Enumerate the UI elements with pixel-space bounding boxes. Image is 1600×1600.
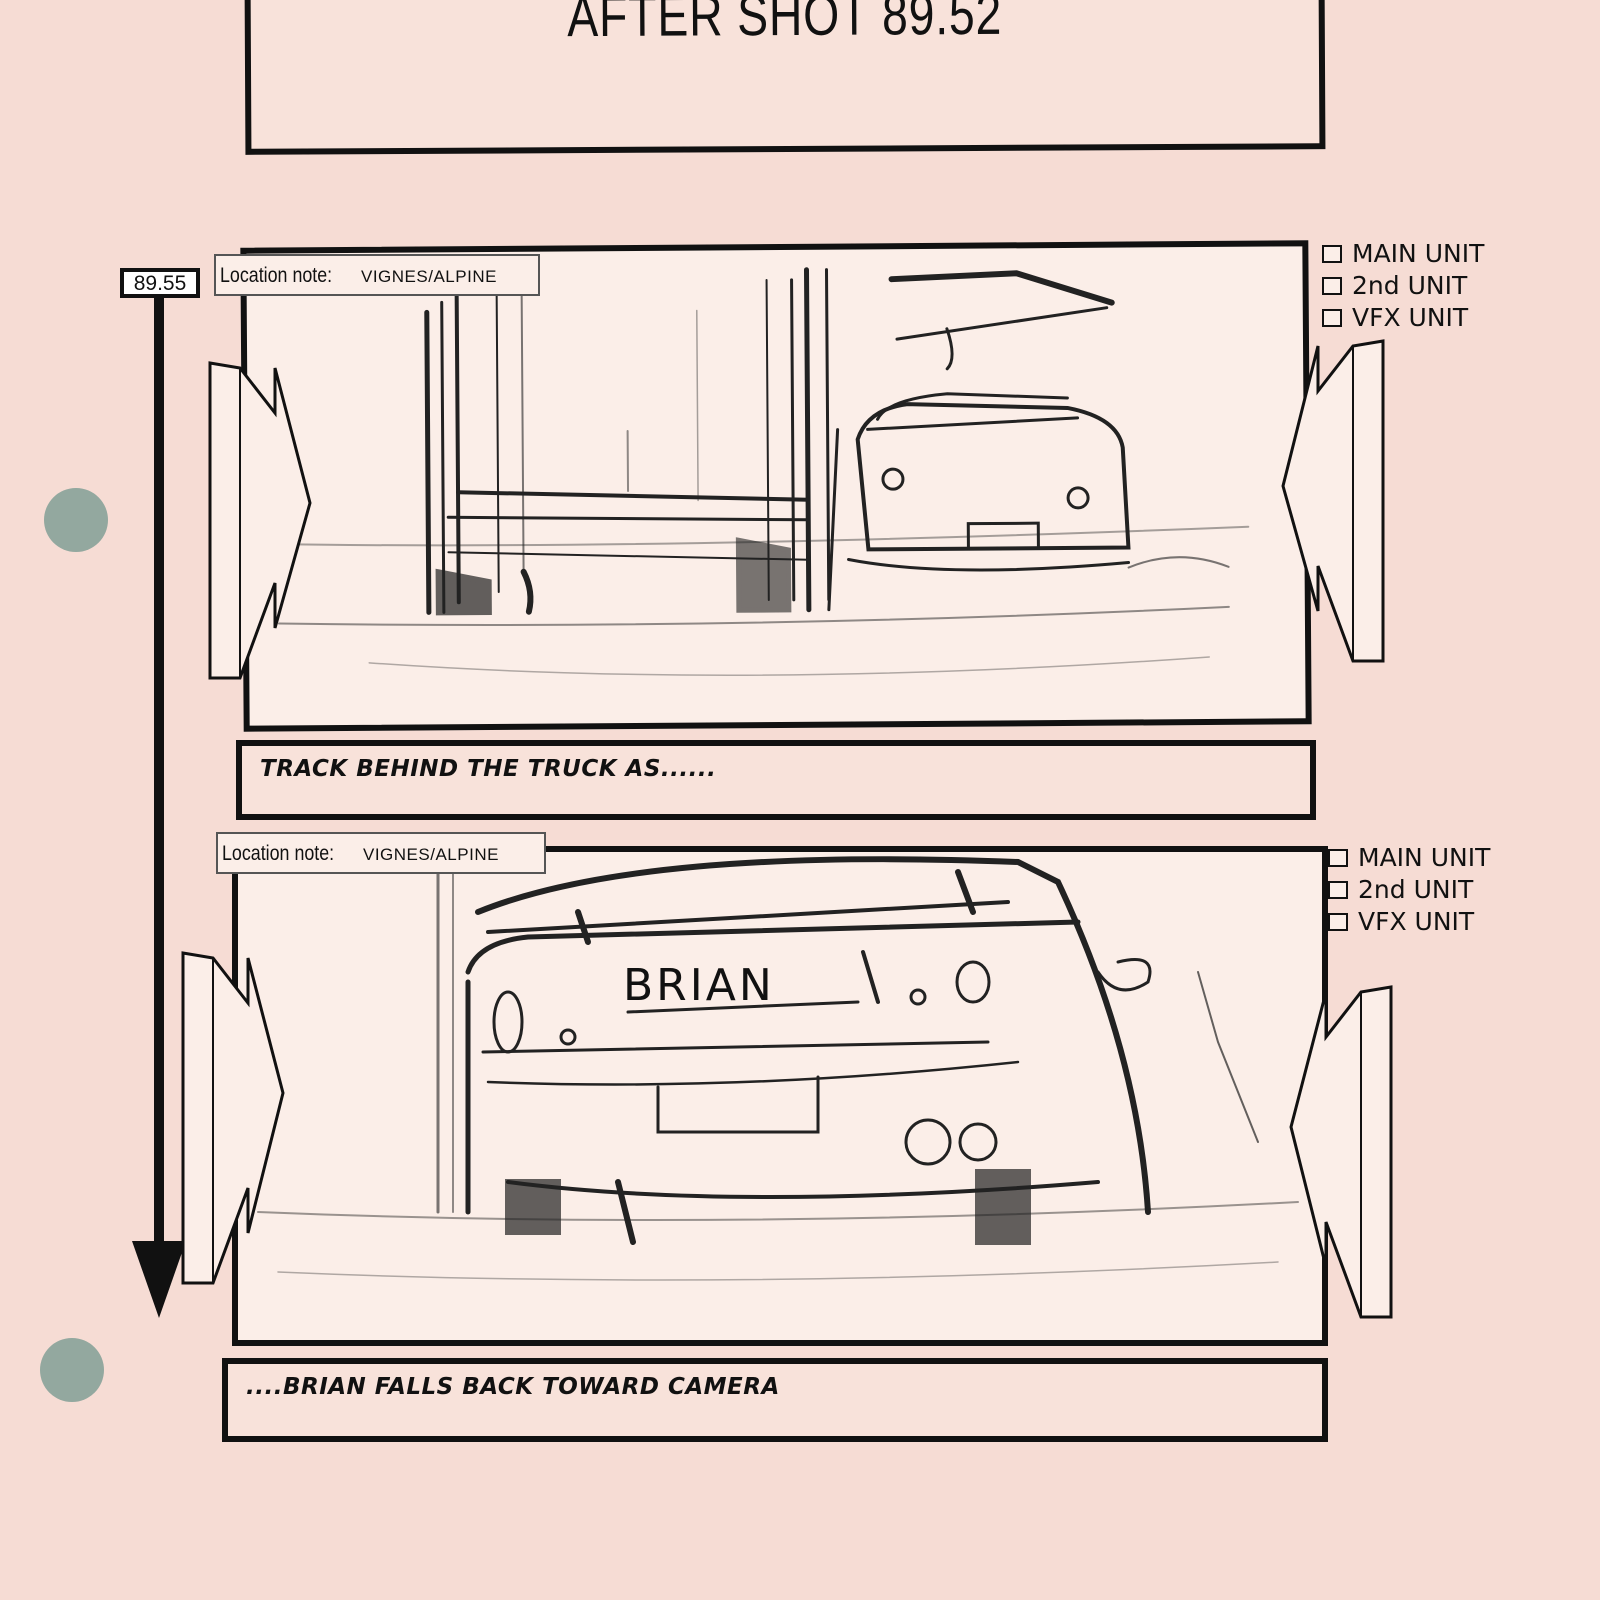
binder-hole-top xyxy=(44,488,108,552)
panel-1-sketch xyxy=(247,267,1250,676)
panel-1-unit-list: MAIN UNIT 2nd UNIT VFX UNIT xyxy=(1322,238,1484,334)
panel-1-location-label: Location note: xyxy=(220,264,333,287)
checkbox[interactable] xyxy=(1322,245,1342,263)
shot-number: 89.55 xyxy=(120,268,200,298)
header-title: AFTER SHOT 89.52 xyxy=(567,0,1003,50)
panel-2-location-note: Location note: VIGNES/ALPINE xyxy=(216,832,546,874)
duration-arrow xyxy=(132,296,186,1318)
panel-1-2nd-unit[interactable]: 2nd UNIT xyxy=(1322,270,1484,302)
panel-1-caption-box: TRACK BEHIND THE TRUCK AS...... xyxy=(236,740,1316,820)
binder-hole-bottom xyxy=(40,1338,104,1402)
panel-1-location-value: VIGNES/ALPINE xyxy=(361,267,497,286)
panel-2-left-arrow xyxy=(181,951,285,1285)
checkbox[interactable] xyxy=(1328,849,1348,867)
checkbox[interactable] xyxy=(1322,277,1342,295)
panel-1-right-arrow xyxy=(1281,339,1385,663)
panel-2-sketch: BRIAN xyxy=(257,856,1299,1281)
checkbox[interactable] xyxy=(1328,913,1348,931)
header-box: AFTER SHOT 89.52 xyxy=(244,0,1326,155)
panel-2-vfx-unit[interactable]: VFX UNIT xyxy=(1328,906,1490,938)
panel-2-unit-list: MAIN UNIT 2nd UNIT VFX UNIT xyxy=(1328,842,1490,938)
panel-2-sketch-label: BRIAN xyxy=(623,960,775,1011)
panel-1-caption: TRACK BEHIND THE TRUCK AS...... xyxy=(260,756,717,782)
panel-2-2nd-unit[interactable]: 2nd UNIT xyxy=(1328,874,1490,906)
checkbox[interactable] xyxy=(1328,881,1348,899)
panel-2-location-value: VIGNES/ALPINE xyxy=(363,845,499,864)
panel-2-location-label: Location note: xyxy=(222,842,335,865)
panel-2-frame: BRIAN xyxy=(232,846,1328,1346)
panel-1-main-unit[interactable]: MAIN UNIT xyxy=(1322,238,1484,270)
panel-1-frame xyxy=(240,240,1312,732)
panel-1-location-note: Location note: VIGNES/ALPINE xyxy=(214,254,540,296)
panel-1-left-arrow xyxy=(208,361,312,680)
panel-2-caption: ....BRIAN FALLS BACK TOWARD CAMERA xyxy=(246,1374,780,1400)
checkbox[interactable] xyxy=(1322,309,1342,327)
panel-2-main-unit[interactable]: MAIN UNIT xyxy=(1328,842,1490,874)
panel-2-caption-box: ....BRIAN FALLS BACK TOWARD CAMERA xyxy=(222,1358,1328,1442)
panel-2-right-arrow xyxy=(1289,985,1393,1319)
panel-1-vfx-unit[interactable]: VFX UNIT xyxy=(1322,302,1484,334)
